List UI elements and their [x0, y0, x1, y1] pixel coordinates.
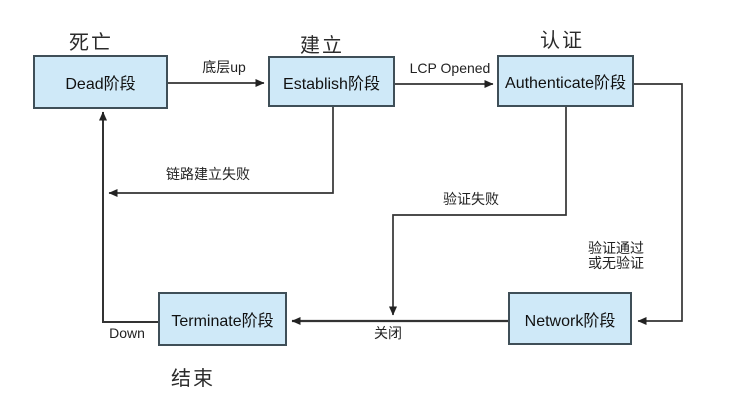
arrow-link-establish-fail: [108, 107, 334, 197]
arrow-auth-fail: [389, 107, 567, 316]
stage-label-death: 死亡: [69, 32, 113, 54]
arrow-authenticate-to-network: [634, 83, 683, 325]
stage-label-establish: 建立: [300, 35, 344, 57]
arrow-terminate-to-dead: [99, 111, 158, 323]
network-phase-box: Network阶段: [508, 292, 632, 345]
stage-label-end: 结束: [171, 368, 215, 390]
transition-label-lower-layer-up: 底层up: [202, 59, 246, 75]
transition-label-auth-pass-line1: 验证通过: [588, 240, 644, 256]
transition-label-auth-pass: 验证通过 或无验证: [588, 241, 644, 271]
transition-label-close: 关闭: [374, 325, 402, 341]
dead-phase-box: Dead阶段: [33, 55, 168, 109]
transition-label-lcp-opened: LCP Opened: [409, 60, 491, 76]
authenticate-phase-box: Authenticate阶段: [497, 55, 634, 107]
transition-label-down: Down: [109, 325, 145, 341]
stage-label-authenticate: 认证: [540, 30, 584, 52]
transition-label-auth-pass-line2: 或无验证: [588, 255, 644, 271]
terminate-phase-box: Terminate阶段: [158, 292, 287, 346]
establish-phase-box: Establish阶段: [268, 56, 395, 107]
transition-label-auth-fail: 验证失败: [443, 191, 499, 207]
transition-label-link-establish-fail: 链路建立失败: [166, 166, 250, 182]
